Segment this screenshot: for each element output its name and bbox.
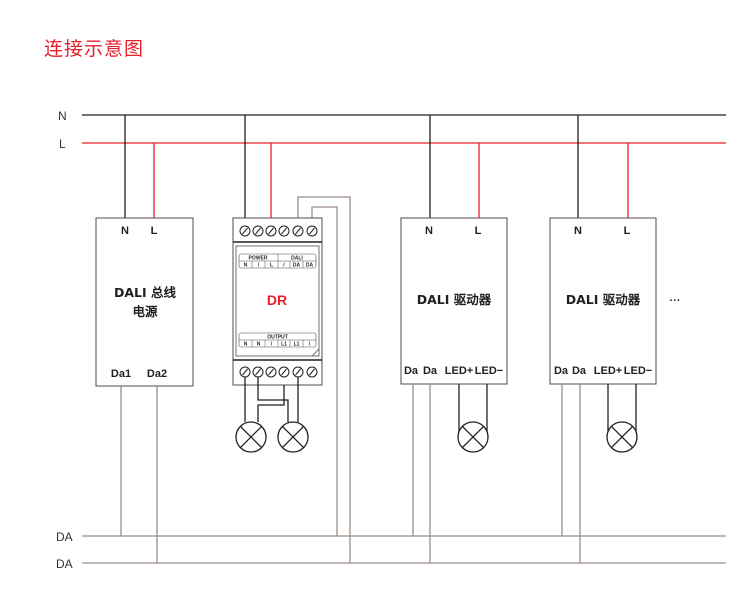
- driver-2-terminal-l: L: [624, 225, 631, 237]
- dr-output-group-label: OUTPUT: [267, 335, 288, 341]
- ps-terminal-da1: Da1: [111, 368, 131, 380]
- lamp-icon: [606, 421, 638, 453]
- ps-box: [95, 217, 194, 387]
- ps-terminal-l: L: [151, 225, 158, 237]
- lamp-icon: [235, 421, 267, 453]
- driver-1-terminal-da1: Da: [404, 365, 419, 377]
- driver-1-terminal-n: N: [425, 225, 433, 237]
- lamp-icon: [457, 421, 489, 453]
- dr-output-terminal-label: /: [271, 342, 273, 348]
- diagram-title: 连接示意图: [44, 38, 145, 60]
- screw-icon: [306, 366, 318, 378]
- bus-label-da1: DA: [56, 530, 73, 544]
- dr-module: POWER DALI N / L / DA DA DR OUTPUT N N /…: [232, 115, 351, 563]
- driver-2-terminal-led-plus: LED+: [594, 365, 622, 377]
- dali-power-supply: N L DALI 总线 电源 Da1 Da2: [95, 115, 194, 563]
- dr-dali-group-label: DALI: [291, 256, 303, 262]
- dr-input-terminal-label: N: [244, 263, 248, 269]
- dr-output-terminal-label: L1: [281, 342, 287, 348]
- driver-2-terminal-da1: Da: [554, 365, 569, 377]
- bus-label-da2: DA: [56, 557, 73, 571]
- screw-icon: [292, 225, 304, 237]
- screw-icon: [239, 225, 251, 237]
- bus-label-n: N: [58, 109, 67, 123]
- driver-1-terminal-da2: Da: [423, 365, 438, 377]
- dr-output-terminal-label: N: [257, 342, 261, 348]
- dr-output-terminal-label: /: [309, 342, 311, 348]
- driver-1-name: DALI 驱动器: [417, 292, 492, 307]
- ps-terminal-n: N: [121, 225, 129, 237]
- driver-2-terminal-n: N: [574, 225, 582, 237]
- dr-input-terminal-label: /: [258, 263, 260, 269]
- dr-input-terminal-label: DA: [293, 263, 301, 269]
- screw-icon: [265, 366, 277, 378]
- lamp-icon: [277, 421, 309, 453]
- ps-name-line1: DALI 总线: [114, 285, 177, 300]
- dali-driver-1: N L DALI 驱动器 Da Da LED+ LED−: [400, 115, 508, 563]
- screw-icon: [252, 366, 264, 378]
- driver-2-box: [549, 217, 657, 385]
- screw-icon: [278, 225, 290, 237]
- dr-power-group-label: POWER: [249, 256, 268, 262]
- screw-icon: [278, 366, 290, 378]
- driver-2-name: DALI 驱动器: [566, 292, 641, 307]
- screw-icon: [292, 366, 304, 378]
- dr-input-terminal-label: DA: [306, 263, 314, 269]
- screw-icon: [306, 225, 318, 237]
- screw-icon: [239, 366, 251, 378]
- screw-icon: [252, 225, 264, 237]
- ps-name-line2: 电源: [132, 304, 158, 319]
- continuation-ellipsis: ···: [670, 295, 681, 307]
- ps-terminal-da2: Da2: [147, 368, 167, 380]
- dr-input-terminal-label: /: [283, 263, 285, 269]
- driver-2-terminal-da2: Da: [572, 365, 587, 377]
- dr-input-terminal-label: L: [270, 263, 273, 269]
- dr-name: DR: [267, 292, 287, 308]
- dr-da1-wire: [297, 196, 351, 563]
- driver-1-terminal-l: L: [475, 225, 482, 237]
- driver-1-terminal-led-minus: LED−: [475, 365, 503, 377]
- screw-icon: [265, 225, 277, 237]
- dali-driver-2: N L DALI 驱动器 Da Da LED+ LED−: [549, 115, 657, 563]
- bus-label-l: L: [59, 137, 66, 151]
- dr-output-terminal-label: L1: [294, 342, 300, 348]
- driver-2-terminal-led-minus: LED−: [624, 365, 652, 377]
- driver-1-box: [400, 217, 508, 385]
- dr-output-terminal-label: N: [244, 342, 248, 348]
- driver-1-terminal-led-plus: LED+: [445, 365, 473, 377]
